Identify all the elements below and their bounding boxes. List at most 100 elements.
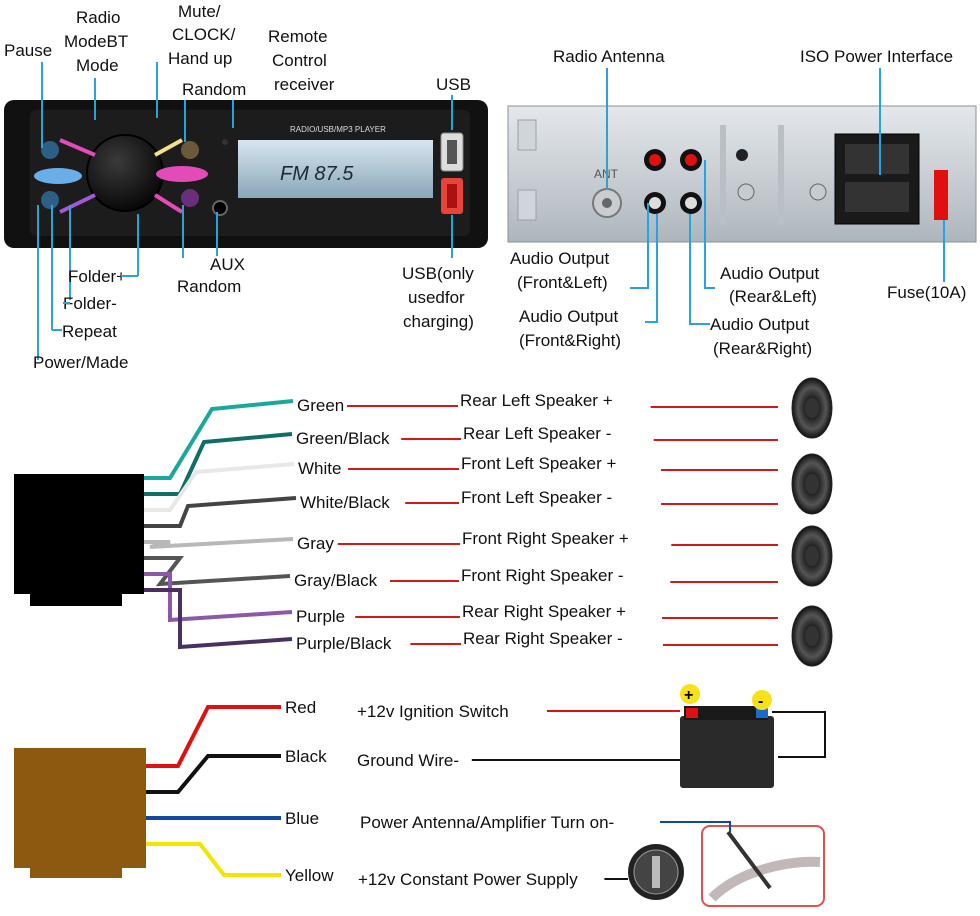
speaker-label: Front Left Speaker - [461, 488, 612, 507]
speaker-label: Front Left Speaker + [461, 454, 617, 473]
label-out-fl-2: (Front&Left) [517, 273, 608, 292]
label-remote-3: receiver [274, 75, 335, 94]
label-remote-1: Remote [268, 27, 328, 46]
label-folder-plus: Folder+ [68, 267, 126, 286]
label-out-rr-1: Audio Output [710, 315, 810, 334]
skip-buttons[interactable] [156, 166, 208, 182]
label-fuse: Fuse(10A) [887, 283, 966, 302]
speaker-wire-label: Purple/Black [296, 634, 392, 653]
power-function-label: Power Antenna/Amplifier Turn on- [360, 813, 614, 832]
volume-knob[interactable] [86, 134, 164, 212]
pause-button[interactable] [41, 141, 59, 159]
aux-jack[interactable] [212, 200, 228, 216]
remote-receiver [222, 139, 228, 145]
label-out-rr-2: (Rear&Right) [713, 339, 812, 358]
speaker-wire-label: Purple [296, 607, 345, 626]
label-repeat: Repeat [62, 322, 117, 341]
speaker-wire [144, 588, 293, 650]
speaker-icon [791, 377, 833, 439]
rear-leader-lines [606, 68, 945, 325]
label-mute-1: Mute/ [178, 2, 221, 21]
power-wire-label: Black [285, 747, 327, 766]
speaker-icon [791, 605, 833, 667]
speaker-wire-label: White/Black [300, 493, 390, 512]
battery-plus: + [684, 687, 693, 704]
speaker-connector [14, 474, 144, 594]
speaker-wire [144, 462, 295, 512]
speaker-label: Rear Right Speaker + [462, 602, 626, 621]
speaker-wire-label: Green [297, 396, 344, 415]
label-random-top: Random [182, 80, 246, 99]
label-folder-minus: Folder- [63, 294, 117, 313]
brand-text: RADIO/USB/MP3 PLAYER [290, 125, 386, 134]
mode-button[interactable] [34, 168, 82, 184]
car-antenna-icon [660, 821, 825, 907]
speaker-wire [144, 496, 297, 528]
front-labels: Pause Radio ModeBT Mode Mute/ CLOCK/ Han… [4, 2, 474, 372]
display-screen [238, 140, 433, 198]
power-connector [14, 748, 146, 868]
speaker-wire [144, 432, 293, 496]
label-radio-mode-1: Radio [76, 8, 120, 27]
speaker-wire-label: Green/Black [296, 429, 390, 448]
label-aux-2: Random [177, 277, 241, 296]
battery-plus-badge [680, 684, 700, 704]
speaker-label: Rear Left Speaker + [460, 391, 613, 410]
battery-minus: - [758, 693, 763, 710]
power-function-label: +12v Constant Power Supply [358, 870, 578, 889]
speaker-label: Rear Left Speaker - [463, 424, 611, 443]
front-panel: FM 87.5 RADIO/USB/MP3 PLAYER [4, 100, 488, 248]
speaker-wire [144, 572, 293, 623]
front-leader-lines [37, 62, 453, 360]
speaker-label: Front Right Speaker + [462, 529, 629, 548]
battery-icon: + - [680, 684, 826, 788]
label-antenna: Radio Antenna [553, 47, 665, 66]
power-function-label: Ground Wire- [357, 751, 459, 770]
power-wire [146, 754, 281, 794]
power-button[interactable] [41, 191, 59, 209]
label-out-rl-2: (Rear&Left) [729, 287, 817, 306]
label-out-fr-1: Audio Output [519, 307, 619, 326]
ignition-key-icon [628, 844, 684, 900]
battery-minus-badge [752, 690, 772, 710]
speaker-wire-label: White [298, 459, 341, 478]
label-radio-mode-2: ModeBT [64, 32, 128, 51]
label-radio-mode-3: Mode [76, 56, 119, 75]
fuse[interactable] [934, 170, 948, 220]
speaker-wire-label: Gray [297, 534, 334, 553]
power-wire-label: Blue [285, 809, 319, 828]
speaker-wire [144, 556, 291, 587]
power-function-label: +12v Ignition Switch [357, 702, 509, 721]
label-usb-charging-2: usedfor [408, 288, 465, 307]
display-text: FM 87.5 [280, 163, 354, 185]
power-wire [146, 842, 281, 877]
speaker-wire [144, 537, 294, 549]
label-out-fr-2: (Front&Right) [519, 331, 621, 350]
speaker-label: Front Right Speaker - [461, 566, 624, 585]
speaker-wire [144, 399, 294, 480]
speaker-icon [791, 453, 833, 515]
label-remote-2: Control [272, 51, 327, 70]
label-usb-charging-3: charging) [403, 312, 474, 331]
mute-button[interactable] [181, 141, 199, 159]
random-button[interactable] [181, 189, 199, 207]
label-pause: Pause [4, 41, 52, 60]
label-iso: ISO Power Interface [800, 47, 953, 66]
label-out-rl-1: Audio Output [720, 264, 820, 283]
label-usb-charging-1: USB(only [402, 264, 474, 283]
rear-labels: Radio Antenna ISO Power Interface Audio … [510, 47, 966, 358]
speaker-wire-label: Gray/Black [294, 571, 378, 590]
label-power: Power/Made [33, 353, 128, 372]
label-aux-1: AUX [210, 255, 245, 274]
speaker-icon [791, 525, 833, 587]
label-mute-3: Hand up [168, 49, 232, 68]
label-out-fl-1: Audio Output [510, 249, 610, 268]
label-usb: USB [436, 75, 471, 94]
power-wire-label: Red [285, 698, 316, 717]
label-mute-2: CLOCK/ [172, 25, 236, 44]
rear-panel: ANT [507, 105, 977, 243]
power-wire [146, 705, 281, 768]
